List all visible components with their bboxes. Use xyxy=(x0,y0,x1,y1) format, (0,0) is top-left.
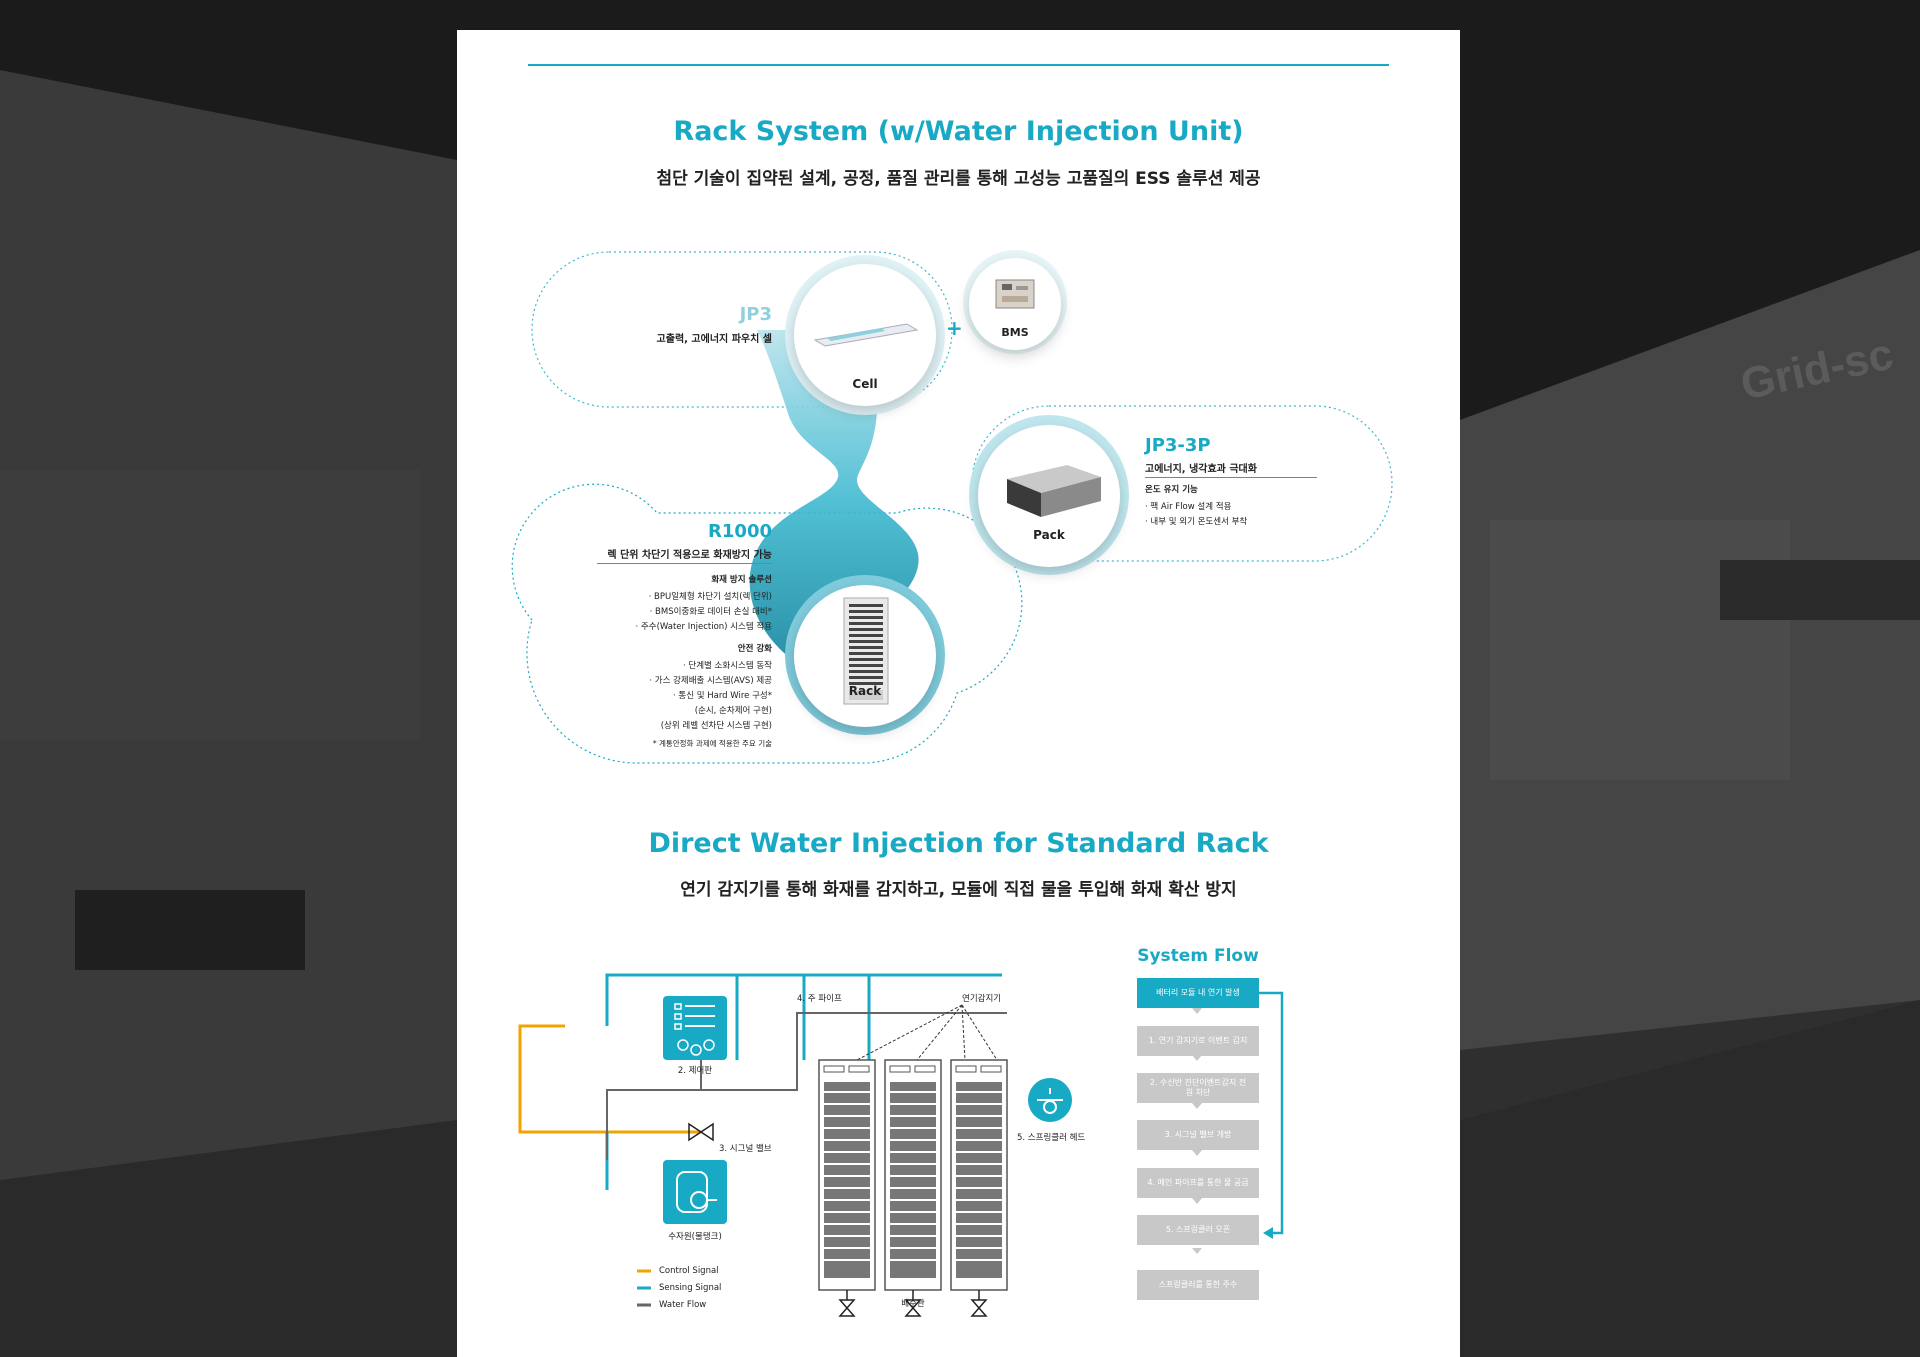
flow-step-6: 스프링클러를 통한 주수 xyxy=(1137,1270,1259,1300)
section2-title: Direct Water Injection for Standard Rack xyxy=(648,828,1269,859)
water-injection-diagram xyxy=(518,973,1284,1317)
r1000-safety-item-5: (상위 레벨 선차단 시스템 구현) xyxy=(660,721,772,731)
jp3-3p-feature-1: · 팩 Air Flow 설계 적용 xyxy=(1145,502,1232,512)
flow-step-0: 배터리 모듈 내 연기 발생 xyxy=(1137,978,1259,1008)
r1000-safety-item-3: · 통신 및 Hard Wire 구성* xyxy=(672,691,772,701)
drain-label: 배수관 xyxy=(901,1299,925,1309)
flow-step-2: 2. 수신반 진단이벤트감지 전원 차단 xyxy=(1137,1073,1259,1103)
water-source-label: 수자원(물탱크) xyxy=(668,1232,722,1242)
signal-valve-icon xyxy=(688,1122,703,1142)
pack-image xyxy=(1007,465,1101,517)
flow-step-3: 3. 시그널 밸브 개방 xyxy=(1137,1120,1259,1150)
r1000-footnote: * 계통안정화 과제에 적용한 주요 기술 xyxy=(652,739,772,748)
drain-valves xyxy=(838,1290,988,1317)
document-page: Rack System (w/Water Injection Unit) 첨단 … xyxy=(457,30,1460,1357)
legend-water-flow: Water Flow xyxy=(659,1300,707,1310)
jp3-3p-divider xyxy=(1145,477,1317,478)
legend-control-signal: Control Signal xyxy=(659,1266,719,1276)
r1000-fire-item-1: · BPU일체형 차단기 설치(렉 단위) xyxy=(648,592,772,602)
control-panel-label: 2. 제어판 xyxy=(677,1066,713,1076)
sprinkler-head-label: 5. 스프링클러 헤드 xyxy=(1017,1133,1086,1143)
r1000-safety-item-2: · 가스 강제배출 시스템(AVS) 제공 xyxy=(649,676,772,686)
cell-image xyxy=(813,323,919,347)
flow-step-1: 1. 연기 감지기로 이벤트 감지 xyxy=(1137,1026,1259,1056)
system-flow-title: System Flow xyxy=(1137,946,1259,966)
jp3-title: JP3 xyxy=(739,304,772,325)
cell-label: Cell xyxy=(852,377,878,391)
bms-label: BMS xyxy=(1001,326,1029,339)
r1000-dotted-outline xyxy=(511,483,1023,764)
section2-subtitle: 연기 감지기를 통해 화재를 감지하고, 모듈에 직접 물을 투입해 화재 확산… xyxy=(680,880,1237,900)
top-rule xyxy=(528,64,1389,66)
r1000-fire-title: 화재 방지 솔루션 xyxy=(711,575,772,585)
rack-label: Rack xyxy=(848,684,882,698)
flow-arrows xyxy=(1192,1008,1202,1254)
bms-image xyxy=(995,279,1035,309)
plus-icon: + xyxy=(946,316,963,340)
r1000-safety-item-1: · 단계별 소화시스템 동작 xyxy=(682,661,772,671)
r1000-title: R1000 xyxy=(708,521,772,542)
r1000-fire-item-2: · BMS이중화로 데이터 손실 대비* xyxy=(649,607,772,617)
section1-subtitle: 첨단 기술이 집약된 설계, 공정, 품질 관리를 통해 고성능 고품질의 ES… xyxy=(656,169,1261,189)
r1000-safety-item-4: (순시, 순차제어 구현) xyxy=(694,706,772,716)
flow-step-5: 5. 스프링클러 오픈 xyxy=(1137,1215,1259,1245)
smoke-detector-label: 연기감지기 xyxy=(962,994,1002,1004)
r1000-fire-item-3: · 주수(Water Injection) 시스템 적용 xyxy=(635,622,772,632)
jp3-desc: 고출력, 고에너지 파우치 셀 xyxy=(656,334,772,345)
r1000-divider xyxy=(597,563,772,564)
signal-valve-label: 3. 시그널 밸브 xyxy=(719,1144,772,1154)
rack-image xyxy=(843,597,889,705)
pack-label: Pack xyxy=(1033,528,1065,542)
main-pipe-label: 4. 주 파이프 xyxy=(797,994,842,1004)
jp3-dotted-pill xyxy=(531,251,953,408)
jp3-3p-title: JP3-3P xyxy=(1145,435,1211,456)
jp3-3p-feature-title: 온도 유지 기능 xyxy=(1145,485,1198,495)
jp3-3p-desc: 고에너지, 냉각효과 극대화 xyxy=(1145,464,1257,475)
jp3-3p-feature-2: · 내부 및 외기 온도센서 부착 xyxy=(1145,517,1248,527)
legend-sensing-signal: Sensing Signal xyxy=(659,1283,722,1293)
water-tank-icon xyxy=(663,1160,727,1224)
sprinkler-head-icon xyxy=(1028,1078,1072,1122)
standard-racks xyxy=(818,1059,1008,1291)
control-panel-icon xyxy=(663,996,727,1060)
r1000-safety-title: 안전 강화 xyxy=(737,644,772,654)
section1-title: Rack System (w/Water Injection Unit) xyxy=(673,116,1244,147)
r1000-desc: 렉 단위 차단기 적용으로 화재방지 가능 xyxy=(607,550,772,561)
flow-step-4: 4. 메인 파이프를 통한 물 공급 xyxy=(1137,1168,1259,1198)
